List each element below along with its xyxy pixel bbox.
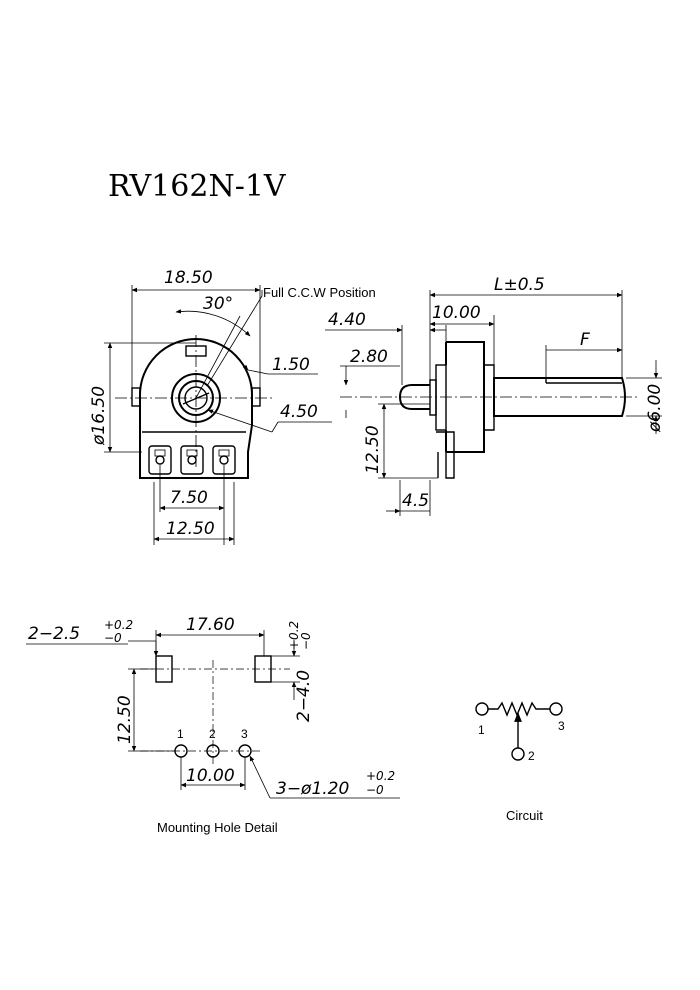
shaft-diameter-dim: ø6.00	[645, 384, 665, 433]
side-body-outline	[398, 341, 495, 479]
mount-height-dim: 12.50	[115, 695, 135, 744]
mounting-hole-detail: 2−2.5 +0.2 −0 17.60 2−4.0 +0.2 −0 12.50 …	[26, 615, 400, 835]
circuit-caption: Circuit	[506, 808, 543, 823]
slot-width-dim: 2−2.5	[28, 624, 80, 644]
mount-pin-2: 2	[209, 727, 216, 741]
slot-length-dim: 2−4.0	[294, 670, 314, 722]
slot-tol-upper: +0.2	[104, 618, 133, 632]
pin-pitch-dim: 7.50	[170, 488, 208, 508]
side-shaft	[493, 377, 626, 417]
circuit-pin-2: 2	[528, 749, 535, 763]
hole-tol-lower: −0	[366, 783, 384, 797]
flat-dim: F	[580, 330, 590, 350]
pin-span-dim: 12.50	[166, 519, 215, 539]
body-dim: 10.00	[432, 303, 481, 323]
tab-dim: 1.50	[272, 355, 310, 375]
mount-pin-1: 1	[177, 727, 184, 741]
front-width-dim: 18.50	[164, 268, 213, 288]
circuit-pin-1: 1	[478, 723, 485, 737]
resistor-symbol	[488, 701, 550, 717]
shaft-dim: 4.50	[280, 402, 318, 422]
mount-pin-3: 3	[241, 727, 248, 741]
pin-dim: 4.5	[402, 491, 429, 511]
front-terminals	[148, 445, 236, 475]
ccw-position-label: Full C.C.W Position	[263, 285, 376, 300]
slot-span-dim: 17.60	[186, 615, 235, 635]
mount-pitch-dim: 10.00	[186, 766, 235, 786]
bush-dim: 4.40	[328, 310, 366, 330]
slot-length-tol-upper: +0.2	[287, 621, 301, 650]
mounting-caption: Mounting Hole Detail	[157, 820, 278, 835]
circuit-pin-3: 3	[558, 719, 565, 733]
slot-length-tol-lower: −0	[299, 632, 313, 650]
length-dim: L±0.5	[494, 275, 545, 295]
front-diameter-dim: ø16.50	[89, 386, 109, 446]
dim-2-80: 2.80	[350, 347, 388, 367]
circuit-diagram: 1 3 2 Circuit	[475, 701, 565, 823]
side-height-dim: 12.50	[363, 425, 383, 474]
hole-tol-upper: +0.2	[366, 769, 395, 783]
hole-dim: 3−ø1.20	[276, 779, 349, 799]
side-view: L±0.5 10.00 4.40 2.80 F ø6.00 12.50	[325, 275, 665, 516]
angle-dim: 30°	[203, 294, 233, 314]
part-number-title: RV162N-1V	[108, 169, 287, 204]
slot-tol-lower: −0	[104, 631, 122, 645]
front-view: 18.50 30° Full C.C.W Position 1.50 4.50 …	[89, 268, 376, 545]
